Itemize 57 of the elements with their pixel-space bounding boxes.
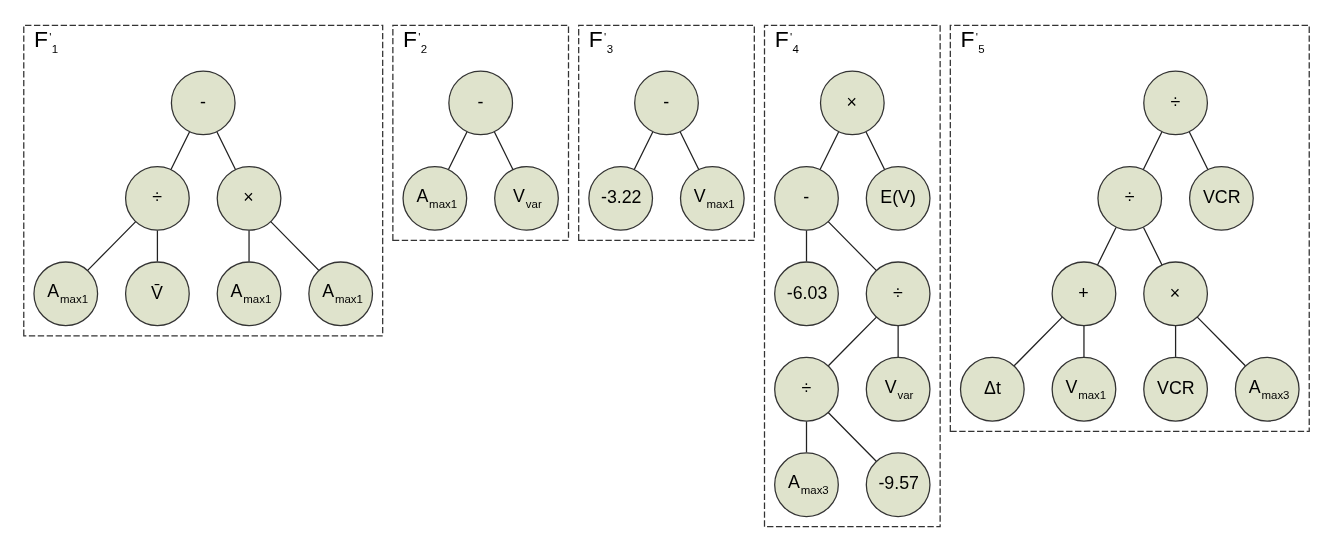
connector (1196, 315, 1246, 366)
node-circle: + (1051, 260, 1117, 326)
connector (248, 229, 250, 262)
node-circle: V$_{var}$ (865, 356, 931, 422)
node-circle: V̄ (124, 260, 190, 326)
connector (805, 229, 808, 262)
node-circle: V$_{var}$ (494, 165, 559, 231)
node-circle: ÷ (865, 260, 931, 326)
node-circle: A$_{max3}$ (774, 451, 839, 517)
connector (447, 130, 468, 170)
connector (827, 220, 877, 271)
node-circle: E(V) (865, 165, 931, 231)
connector (819, 130, 840, 170)
node-circle: V$_{max1}$ (1051, 356, 1117, 422)
node-circle: A$_{max3}$ (1234, 356, 1300, 422)
node-circle: -3.22 (588, 165, 654, 231)
connector (1083, 324, 1085, 357)
node-circle: × (216, 165, 282, 231)
connector (679, 130, 700, 170)
connector (493, 130, 514, 170)
node-circle: ÷ (1097, 165, 1163, 231)
node-circle: Δt (959, 356, 1025, 422)
node-circle: A$_{max1}$ (402, 165, 468, 231)
connector (87, 220, 137, 271)
node-circle: - (774, 165, 839, 231)
connector (1142, 130, 1163, 170)
connector (270, 220, 320, 271)
connector (827, 315, 878, 366)
node-circle: ÷ (774, 356, 839, 422)
connector (170, 130, 191, 170)
connector (1174, 324, 1177, 357)
connector (633, 130, 654, 170)
node-circle: -9.57 (865, 451, 931, 517)
node-circle: A$_{max1}$ (308, 260, 374, 326)
node-circle: × (1143, 260, 1209, 326)
node-circle: A$_{max1}$ (216, 260, 282, 326)
node-circle: VCR (1143, 356, 1209, 422)
node-circle: - (170, 69, 236, 135)
connector (827, 411, 877, 462)
connector (1188, 130, 1209, 170)
node-circle: - (448, 69, 514, 135)
node-circle: - (634, 69, 699, 135)
connector (1096, 226, 1117, 266)
connector (1142, 226, 1163, 266)
connector (865, 130, 886, 170)
connector (897, 324, 899, 357)
connector (1013, 315, 1063, 366)
node-circle: VCR (1188, 165, 1254, 231)
node-circle: ÷ (1143, 69, 1209, 135)
node-circle: A$_{max1}$ (33, 260, 99, 326)
connector (805, 420, 808, 453)
node-circle: ÷ (124, 165, 190, 231)
node-circle: -6.03 (774, 260, 839, 326)
node-circle: V$_{max1}$ (679, 165, 745, 231)
node-circle: × (819, 69, 885, 135)
connector (156, 229, 159, 262)
connector (216, 130, 237, 170)
